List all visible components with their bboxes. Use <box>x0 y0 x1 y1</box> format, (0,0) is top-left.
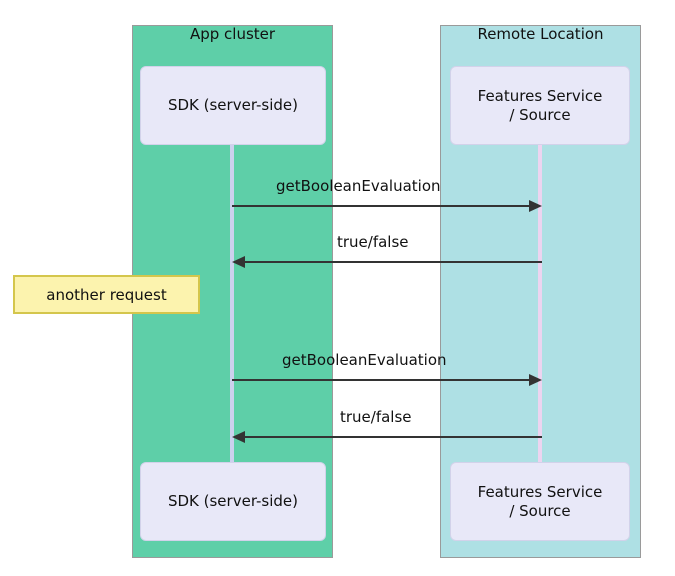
arrowhead-left-icon <box>232 431 245 443</box>
arrowhead-right-icon <box>529 374 542 386</box>
participant-features-service-bottom-line2: / Source <box>509 501 571 520</box>
lifeline-features-service <box>538 145 542 463</box>
participant-sdk-bottom-label: SDK (server-side) <box>167 492 299 510</box>
participant-features-service-bottom-label: Features Service / Source <box>478 483 603 521</box>
message-1-label: getBooleanEvaluation <box>276 177 441 195</box>
participant-features-service-top-line2: / Source <box>509 105 571 124</box>
participant-features-service-bottom[interactable]: Features Service / Source <box>450 462 630 541</box>
message-1-line <box>232 205 532 207</box>
participant-features-service-bottom-line1: Features Service <box>477 482 603 501</box>
participant-features-service-top-line1: Features Service <box>477 86 603 105</box>
group-app-cluster-title: App cluster <box>189 25 276 43</box>
message-3-line <box>232 379 532 381</box>
participant-sdk-top[interactable]: SDK (server-side) <box>140 66 326 145</box>
message-4-label: true/false <box>340 408 412 426</box>
note-another-request-label: another request <box>46 285 167 304</box>
lifeline-sdk <box>230 145 234 463</box>
participant-sdk-top-label: SDK (server-side) <box>167 96 299 114</box>
participant-sdk-bottom[interactable]: SDK (server-side) <box>140 462 326 541</box>
message-2-line <box>242 261 542 263</box>
arrowhead-left-icon <box>232 256 245 268</box>
message-2-label: true/false <box>337 233 409 251</box>
participant-features-service-top[interactable]: Features Service / Source <box>450 66 630 145</box>
arrowhead-right-icon <box>529 200 542 212</box>
group-remote-location-title: Remote Location <box>477 25 604 43</box>
message-4-line <box>242 436 542 438</box>
note-another-request[interactable]: another request <box>13 275 200 314</box>
message-3-label: getBooleanEvaluation <box>282 351 447 369</box>
participant-features-service-top-label: Features Service / Source <box>478 87 603 125</box>
